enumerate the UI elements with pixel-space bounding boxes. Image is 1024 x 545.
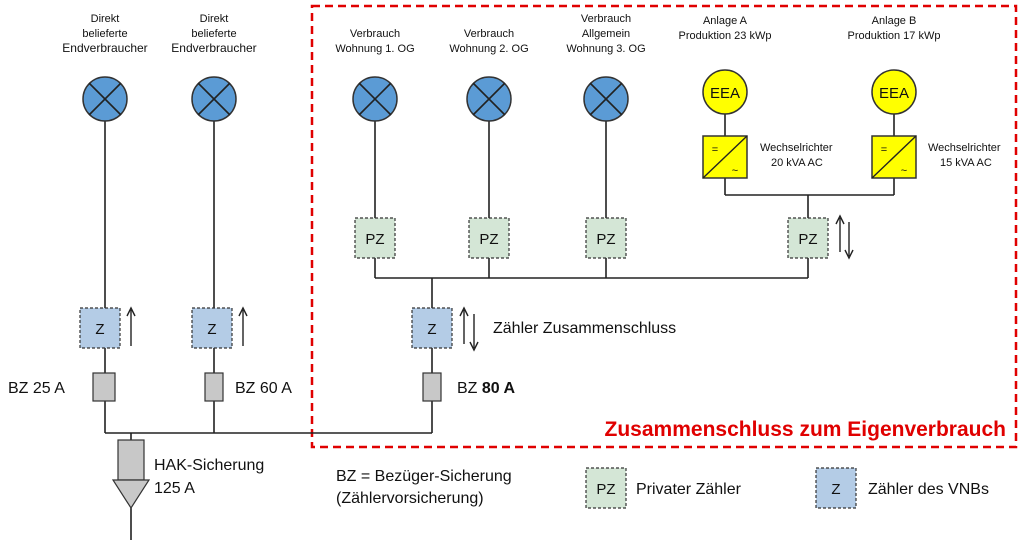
direct-consumer-1-line1: Direkt <box>91 13 120 25</box>
legend-z-swatch-label: Z <box>831 481 840 498</box>
inverter-icon: = ~ <box>871 135 917 179</box>
plant-b-line2: Produktion 17 kWp <box>848 30 941 42</box>
inverter-b-ac-symbol: ~ <box>901 165 907 177</box>
bidirectional-arrow-icon <box>835 214 854 260</box>
inverter-a-line2: 20 kVA AC <box>771 157 823 169</box>
legend-pz-text: Privater Zähler <box>636 481 742 498</box>
main-meter-label: Zähler Zusammenschluss <box>493 320 676 337</box>
bz3-label: BZ 80 A <box>457 380 516 397</box>
hak-fuse: HAK-Sicherung 125 A <box>111 439 264 510</box>
private-meter-flat-1: PZ <box>354 217 396 259</box>
legend-z-swatch: Z <box>815 467 857 509</box>
flat-3-line3: Wohnung 3. OG <box>566 43 645 55</box>
legend-z-text: Zähler des VNBs <box>868 481 989 498</box>
flat-2-line1: Verbrauch <box>464 28 514 40</box>
plant-a-line2: Produktion 23 kWp <box>679 30 772 42</box>
eea-generator-icon: EEA <box>871 69 917 115</box>
zone-title: Zusammenschluss zum Eigenverbrauch <box>605 418 1006 441</box>
bz2-label: BZ 60 A <box>235 380 292 397</box>
plant-a: Anlage A Produktion 23 kWp EEA = ~ Wechs… <box>679 15 833 179</box>
inverter-icon: = ~ <box>702 135 748 179</box>
z-label: Z <box>427 321 436 338</box>
flat-1-line1: Verbrauch <box>350 28 400 40</box>
z-label: Z <box>95 321 104 338</box>
inverter-b-line1: Wechselrichter <box>928 142 1001 154</box>
pz-label: PZ <box>596 231 615 248</box>
vnb-meter-main: Z Zähler Zusammenschluss <box>411 306 676 352</box>
lamp-icon <box>352 76 398 122</box>
legend-pz-swatch-label: PZ <box>596 481 615 498</box>
direct-consumer-2-line1: Direkt <box>200 13 229 25</box>
direct-consumer-1: Direkt belieferte Endverbraucher <box>62 13 148 122</box>
eea-a-label: EEA <box>710 85 740 102</box>
inverter-a-ac-symbol: ~ <box>732 165 738 177</box>
private-meter-flat-2: PZ <box>468 217 510 259</box>
private-meter-production: PZ <box>787 214 854 260</box>
direct-consumer-1-line2: belieferte <box>82 28 127 40</box>
legend: BZ = Bezüger-Sicherung (Zählervorsicheru… <box>336 467 989 509</box>
bidirectional-arrow-icon <box>459 306 479 352</box>
eigenverbrauch-zone-border <box>310 4 1018 449</box>
plant-b: Anlage B Produktion 17 kWp EEA = ~ Wechs… <box>848 15 1001 179</box>
fuse-main: BZ 80 A <box>422 372 516 402</box>
vnb-meter-direct-1: Z <box>79 306 136 349</box>
plant-a-line1: Anlage A <box>703 15 748 27</box>
legend-bz-line1: BZ = Bezüger-Sicherung <box>336 468 512 485</box>
flat-2-consumer: Verbrauch Wohnung 2. OG <box>449 28 529 122</box>
vnb-meter-direct-2: Z <box>191 306 248 349</box>
inverter-a-dc-symbol: = <box>712 144 718 156</box>
fuse-direct-1: BZ 25 A <box>8 372 116 402</box>
plant-b-line1: Anlage B <box>872 15 917 27</box>
fuse-direct-2: BZ 60 A <box>204 372 292 402</box>
arrow-up-icon <box>238 306 248 346</box>
lamp-icon <box>82 76 128 122</box>
hak-line2: 125 A <box>154 480 195 497</box>
eea-generator-icon: EEA <box>702 69 748 115</box>
lamp-icon <box>583 76 629 122</box>
inverter-b-dc-symbol: = <box>881 144 887 156</box>
pz-label: PZ <box>798 231 817 248</box>
legend-pz-swatch: PZ <box>585 467 627 509</box>
eea-b-label: EEA <box>879 85 909 102</box>
flat-3-line1: Verbrauch <box>581 13 631 25</box>
lamp-icon <box>191 76 237 122</box>
bz1-label: BZ 25 A <box>8 380 65 397</box>
inverter-a-line1: Wechselrichter <box>760 142 833 154</box>
flat-2-line2: Wohnung 2. OG <box>449 43 528 55</box>
direct-consumer-2-line3: Endverbraucher <box>171 41 256 55</box>
pz-label: PZ <box>365 231 384 248</box>
lamp-icon <box>466 76 512 122</box>
pz-label: PZ <box>479 231 498 248</box>
direct-consumer-1-line3: Endverbraucher <box>62 41 147 55</box>
hak-line1: HAK-Sicherung <box>154 457 264 474</box>
arrow-up-icon <box>126 306 136 346</box>
flat-3-consumer: Verbrauch Allgemein Wohnung 3. OG <box>566 13 646 122</box>
inverter-b-line2: 15 kVA AC <box>940 157 992 169</box>
flat-1-consumer: Verbrauch Wohnung 1. OG <box>335 28 415 122</box>
private-meter-flat-3: PZ <box>585 217 627 259</box>
flat-3-line2: Allgemein <box>582 28 630 40</box>
legend-bz-line2: (Zählervorsicherung) <box>336 490 484 507</box>
flat-1-line2: Wohnung 1. OG <box>335 43 414 55</box>
direct-consumer-2-line2: belieferte <box>191 28 236 40</box>
direct-consumer-2: Direkt belieferte Endverbraucher <box>171 13 257 122</box>
wiring <box>104 114 895 540</box>
z-label: Z <box>207 321 216 338</box>
